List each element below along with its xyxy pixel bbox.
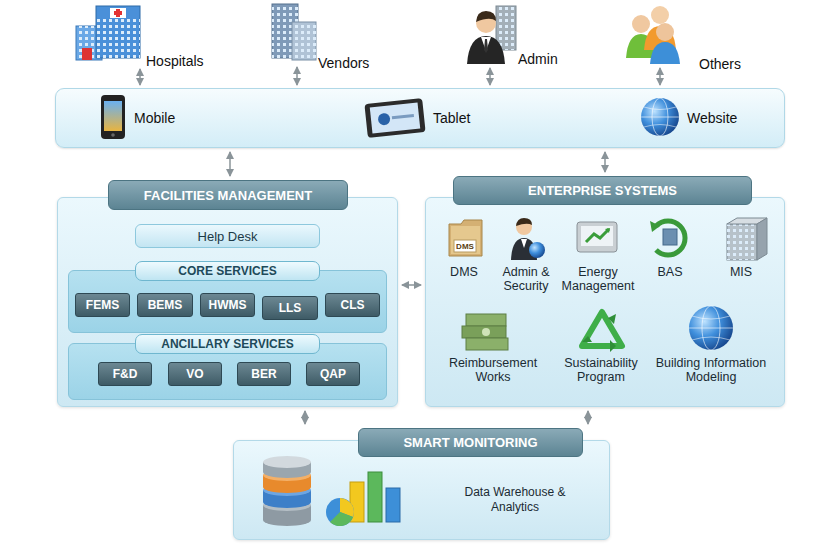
admin-icon	[467, 6, 516, 64]
channel-text: Mobile	[134, 110, 175, 126]
box-label: BEMS	[148, 298, 183, 312]
box-label: Help Desk	[198, 229, 258, 244]
icon-label: Hospitals	[146, 53, 204, 69]
label-text: Vendors	[318, 55, 369, 71]
double-arrow	[402, 284, 421, 286]
icon-label: BAS	[640, 265, 700, 279]
channel-text: Website	[687, 110, 737, 126]
service-box: BEMS	[137, 293, 193, 317]
tab-heading: ANCILLARY SERVICES	[161, 337, 293, 351]
tab-heading: SMART MONITORING	[403, 435, 537, 450]
box-label: BER	[251, 367, 276, 381]
service-box: QAP	[306, 362, 360, 386]
icon-label: MIS	[711, 265, 771, 279]
box-label: VO	[186, 367, 203, 381]
label-text: Hospitals	[146, 53, 204, 69]
channel-label: Mobile	[134, 89, 175, 147]
label-text: Energy Management	[562, 265, 635, 293]
icon-label: Building Information Modeling	[638, 356, 784, 384]
icon-label: DMS	[450, 242, 480, 251]
icon-label: Reimbursement Works	[438, 356, 548, 384]
section-tab: SMART MONITORING	[358, 428, 583, 457]
label-text: Reimbursement Works	[449, 356, 537, 384]
icon-label: Sustainability Program	[551, 356, 651, 384]
channel-text: Tablet	[433, 110, 470, 126]
icon-label: Others	[699, 56, 741, 72]
globe-icon	[641, 98, 679, 136]
service-box: LLS	[262, 296, 318, 320]
icon-label: Energy Management	[553, 265, 643, 293]
bim-globe-icon	[689, 306, 733, 350]
label-text: DMS	[450, 265, 478, 279]
label-text: MIS	[730, 265, 752, 279]
box-label: QAP	[320, 367, 346, 381]
section-tab: ANCILLARY SERVICES	[135, 334, 320, 354]
label-text: Others	[699, 56, 741, 72]
label-text: Building Information Modeling	[656, 356, 766, 384]
label-text: Sustainability Program	[564, 356, 638, 384]
service-box: HWMS	[200, 293, 255, 317]
tab-heading: FACILITIES MANAGEMENT	[144, 188, 312, 203]
box-label: CLS	[341, 298, 365, 312]
channel-label: Website	[687, 89, 737, 147]
database-icon	[263, 456, 311, 526]
icon-label: DMS	[434, 265, 494, 279]
icon-label: Admin	[518, 51, 558, 67]
group-panel: CORE SERVICES FEMS BEMS HWMS LLS CLS	[68, 261, 387, 333]
box-label: F&D	[113, 367, 138, 381]
double-arrow	[604, 152, 606, 172]
body-line: Data Warehouse & Analytics	[465, 485, 566, 514]
money-icon	[462, 314, 508, 350]
double-arrow	[587, 411, 589, 424]
icon-label: Vendors	[318, 55, 369, 71]
service-box: VO	[168, 362, 222, 386]
hospital-icon	[76, 6, 140, 60]
energy-management-icon	[577, 222, 617, 252]
tablet-icon	[364, 98, 425, 138]
box-label: HWMS	[209, 298, 247, 312]
phone-icon	[101, 95, 125, 139]
icon-label: Admin & Security	[491, 265, 561, 293]
vendor-icon	[272, 4, 316, 60]
label-text: DMS	[456, 242, 474, 251]
mis-icon	[727, 218, 767, 260]
double-arrow	[229, 152, 231, 176]
box-label: LLS	[279, 301, 302, 315]
channel-label: Tablet	[433, 89, 470, 147]
process-box: Help Desk	[135, 224, 320, 248]
tab-heading: CORE SERVICES	[178, 264, 276, 278]
group-panel: ANCILLARY SERVICES F&D VO BER QAP	[68, 334, 387, 400]
box-label: FEMS	[86, 298, 119, 312]
service-box: BER	[237, 362, 291, 386]
tab-heading: ENTERPRISE SYSTEMS	[528, 183, 677, 198]
label-text: BAS	[657, 265, 682, 279]
section-tab: FACILITIES MANAGEMENT	[108, 180, 348, 210]
body-text: Data Warehouse & Analytics	[453, 485, 578, 515]
label-text: Admin & Security	[502, 265, 549, 293]
others-icon	[626, 6, 680, 64]
service-box: FEMS	[75, 293, 130, 317]
section-panel: FACILITIES MANAGEMENT Help DeskCORE SERVI…	[57, 180, 398, 407]
label-text: Admin	[518, 51, 558, 67]
section-tab: CORE SERVICES	[135, 261, 320, 281]
dms-folder-icon	[449, 220, 482, 256]
section-tab: ENTERPRISE SYSTEMS	[453, 176, 752, 205]
service-box: F&D	[98, 362, 152, 386]
service-box: CLS	[325, 293, 380, 317]
double-arrow	[304, 411, 306, 424]
